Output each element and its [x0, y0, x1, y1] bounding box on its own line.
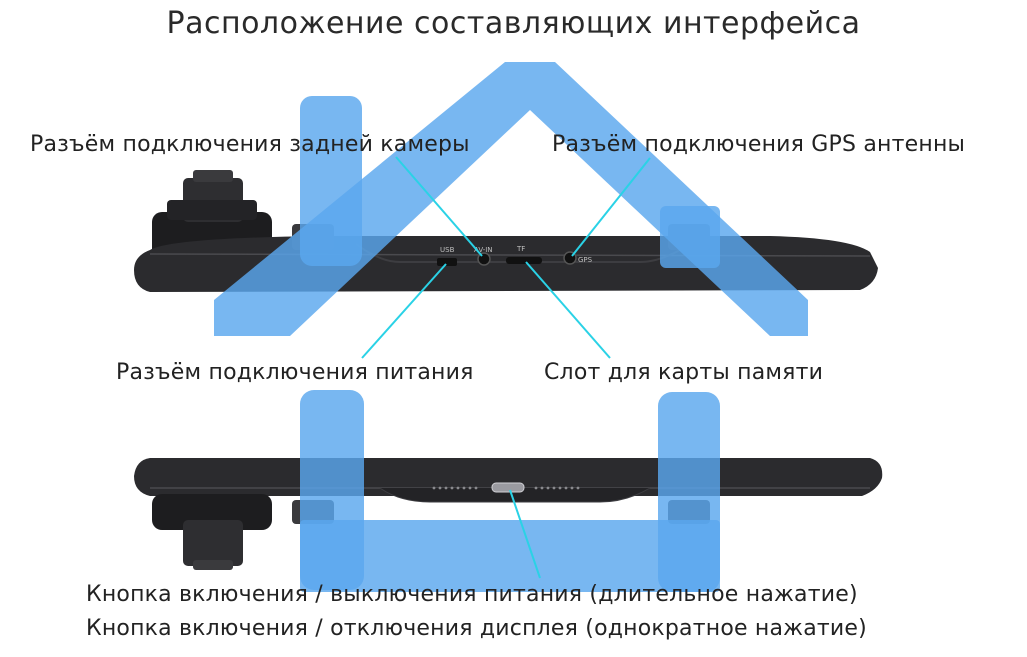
gps-marking: GPS	[578, 256, 593, 264]
watermark-logo	[214, 62, 808, 592]
usb-marking: USB	[440, 246, 455, 254]
label-power-button-short-press: Кнопка включения / отключения дисплея (о…	[86, 616, 867, 641]
label-power-connector: Разъём подключения питания	[116, 360, 474, 385]
label-gps-connector: Разъём подключения GPS антенны	[552, 132, 966, 157]
av-in-marking: AV-IN	[474, 246, 493, 254]
label-power-button-long-press: Кнопка включения / выключения питания (д…	[86, 582, 858, 607]
page-title: Расположение составляющих интерфейса	[166, 6, 861, 41]
power-button	[491, 482, 525, 493]
label-memory-card-slot: Слот для карты памяти	[544, 360, 824, 385]
label-rear-camera-connector: Разъём подключения задней камеры	[30, 132, 470, 157]
leader-lines	[361, 156, 651, 579]
camera-module-bottom	[152, 494, 272, 570]
tf-marking: TF	[516, 245, 525, 253]
usb-port	[437, 258, 457, 266]
tf-slot	[506, 257, 542, 264]
